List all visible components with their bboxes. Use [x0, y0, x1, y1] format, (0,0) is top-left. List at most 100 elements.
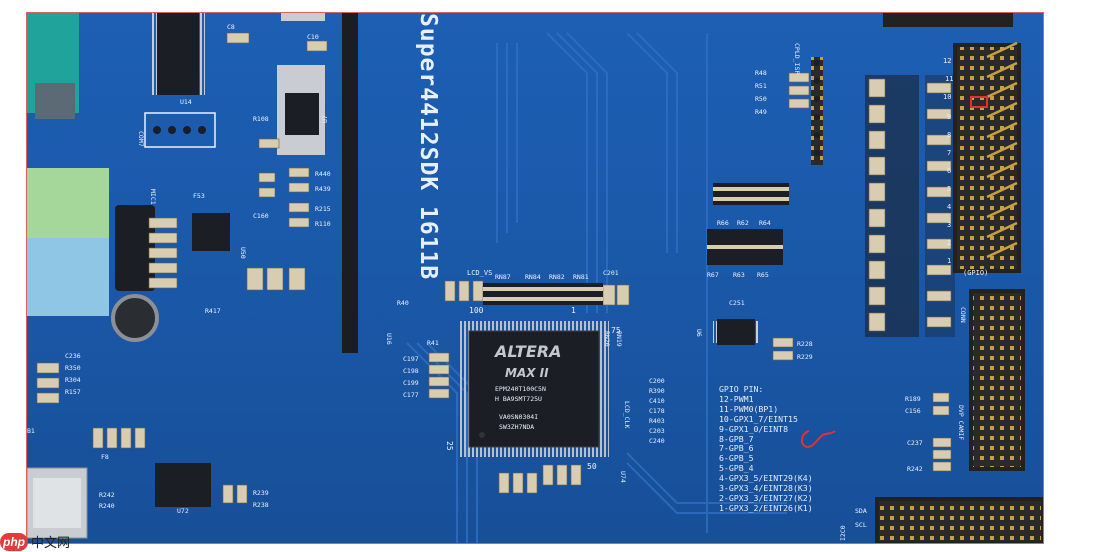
svg-text:C199: C199: [403, 379, 419, 387]
svg-text:RN87: RN87: [495, 273, 511, 281]
svg-text:R50: R50: [755, 95, 767, 103]
svg-text:U6: U6: [695, 329, 703, 337]
gpio-legend-line: GPIO PIN:: [719, 384, 764, 394]
gpio-legend-line: 4-GPX3_5/EINT29(K4): [719, 473, 813, 484]
svg-text:COM7: COM7: [137, 131, 145, 147]
svg-text:DVP CAMIF: DVP CAMIF: [957, 405, 965, 440]
svg-text:C8: C8: [227, 23, 235, 31]
svg-text:C156: C156: [905, 407, 921, 415]
svg-text:B1: B1: [27, 427, 35, 435]
gpio-legend-line: 12-PWM1: [719, 393, 754, 404]
svg-text:11: 11: [945, 75, 953, 83]
svg-text:C201: C201: [603, 269, 619, 277]
svg-text:SCL: SCL: [855, 521, 867, 529]
svg-text:SW3ZH7NDA: SW3ZH7NDA: [499, 423, 534, 431]
svg-text:7: 7: [947, 149, 951, 157]
svg-text:F53: F53: [193, 192, 205, 200]
svg-text:C240: C240: [649, 437, 665, 445]
svg-text:C198: C198: [403, 367, 419, 375]
ic-u50: [192, 213, 230, 251]
microphone: [111, 294, 159, 342]
gpio-legend-line: 5-GPB_4: [719, 463, 754, 474]
svg-text:RN20: RN20: [603, 331, 611, 347]
svg-text:75: 75: [611, 326, 621, 335]
svg-text:12: 12: [943, 57, 951, 65]
svg-text:C410: C410: [649, 397, 665, 405]
svg-text:R67: R67: [707, 271, 719, 279]
svg-text:6: 6: [947, 167, 951, 175]
svg-text:R439: R439: [315, 185, 331, 193]
svg-text:ALTERA: ALTERA: [493, 342, 561, 361]
gpio-legend-line: 9-GPX1_0/EINT8: [719, 423, 789, 434]
svg-text:R350: R350: [65, 364, 81, 372]
gpio-legend-line: 8-GPB_7: [719, 433, 754, 444]
svg-text:VA0SN0304I: VA0SN0304I: [499, 413, 538, 421]
gpio-legend-line: 11-PWM0(BP1): [719, 403, 779, 414]
red-annotation-mark: [801, 430, 836, 449]
svg-text:1: 1: [571, 306, 576, 315]
svg-text:R48: R48: [755, 69, 767, 77]
svg-text:R62: R62: [737, 219, 749, 227]
gpio-legend-line: 7-GPB_6: [719, 443, 754, 454]
svg-text:100: 100: [469, 306, 484, 315]
svg-text:R108: R108: [253, 115, 269, 123]
svg-text:C160: C160: [253, 212, 269, 220]
svg-text:RN84: RN84: [525, 273, 541, 281]
svg-text:H BA9SMT725U: H BA9SMT725U: [495, 395, 542, 403]
green-audio-jack: [27, 168, 109, 238]
svg-text:R215: R215: [315, 205, 331, 213]
svg-text:R189: R189: [905, 395, 921, 403]
svg-text:5: 5: [947, 185, 951, 193]
svg-text:(GPIO): (GPIO): [963, 269, 988, 277]
svg-text:R242: R242: [99, 491, 115, 499]
svg-text:8: 8: [947, 131, 951, 139]
svg-text:U50: U50: [239, 247, 247, 259]
svg-text:C203: C203: [649, 427, 665, 435]
highlight-box: [970, 96, 988, 108]
gpio-legend-line: 3-GPX3_4/EINT28(K3): [719, 483, 813, 494]
svg-text:R238: R238: [253, 501, 269, 509]
blue-audio-jack: [27, 238, 109, 316]
svg-text:R239: R239: [253, 489, 269, 497]
gpio-legend-line: 6-GPB_5: [719, 453, 754, 464]
svg-text:R240: R240: [99, 502, 115, 510]
cpld-marking: ALTERA MAX II: [493, 342, 561, 380]
svg-text:SDA: SDA: [855, 507, 867, 515]
svg-text:C251: C251: [729, 299, 745, 307]
svg-text:R228: R228: [797, 340, 813, 348]
ic-u14: [157, 13, 199, 95]
svg-text:R417: R417: [205, 307, 221, 315]
svg-text:LCD_CLK: LCD_CLK: [623, 401, 631, 428]
svg-text:3: 3: [947, 221, 951, 229]
svg-text:R66: R66: [717, 219, 729, 227]
svg-text:R64: R64: [759, 219, 771, 227]
svg-text:C177: C177: [403, 391, 419, 399]
svg-text:4: 4: [947, 203, 951, 211]
svg-text:R51: R51: [755, 82, 767, 90]
svg-text:R110: R110: [315, 220, 331, 228]
gpio-legend-line: 2-GPX3_3/EINT27(K2): [719, 492, 813, 503]
svg-text:R157: R157: [65, 388, 81, 396]
svg-text:MIC1: MIC1: [149, 189, 157, 205]
svg-text:C197: C197: [403, 355, 419, 363]
svg-text:R229: R229: [797, 353, 813, 361]
svg-text:CONN: CONN: [959, 307, 967, 323]
svg-text:EPM240T100C5N: EPM240T100C5N: [495, 385, 546, 393]
cpld-chip: [468, 330, 600, 448]
ic-u6: [717, 319, 755, 345]
gpio-legend-line: 1-GPX3_2/EINT26(K1): [719, 502, 813, 513]
svg-text:C236: C236: [65, 352, 81, 360]
svg-text:R390: R390: [649, 387, 665, 395]
svg-text:MAX II: MAX II: [505, 366, 549, 380]
pcb-photo: U14 U7 C8 C10 R108 R440 R439 R215 R110 C…: [26, 12, 1044, 544]
svg-text:R49: R49: [755, 108, 767, 116]
svg-text:R41: R41: [427, 339, 439, 347]
svg-text:U7: U7: [321, 115, 329, 123]
svg-text:CPLD_ISP: CPLD_ISP: [793, 43, 801, 74]
watermark: php 中文网: [0, 531, 90, 552]
gpio-legend: GPIO PIN: 12-PWM1 11-PWM0(BP1) 10-GPX1_7…: [719, 384, 813, 514]
svg-text:R440: R440: [315, 170, 331, 178]
svg-text:I2C0: I2C0: [839, 525, 847, 541]
svg-text:RN81: RN81: [573, 273, 589, 281]
svg-text:50: 50: [587, 462, 597, 471]
